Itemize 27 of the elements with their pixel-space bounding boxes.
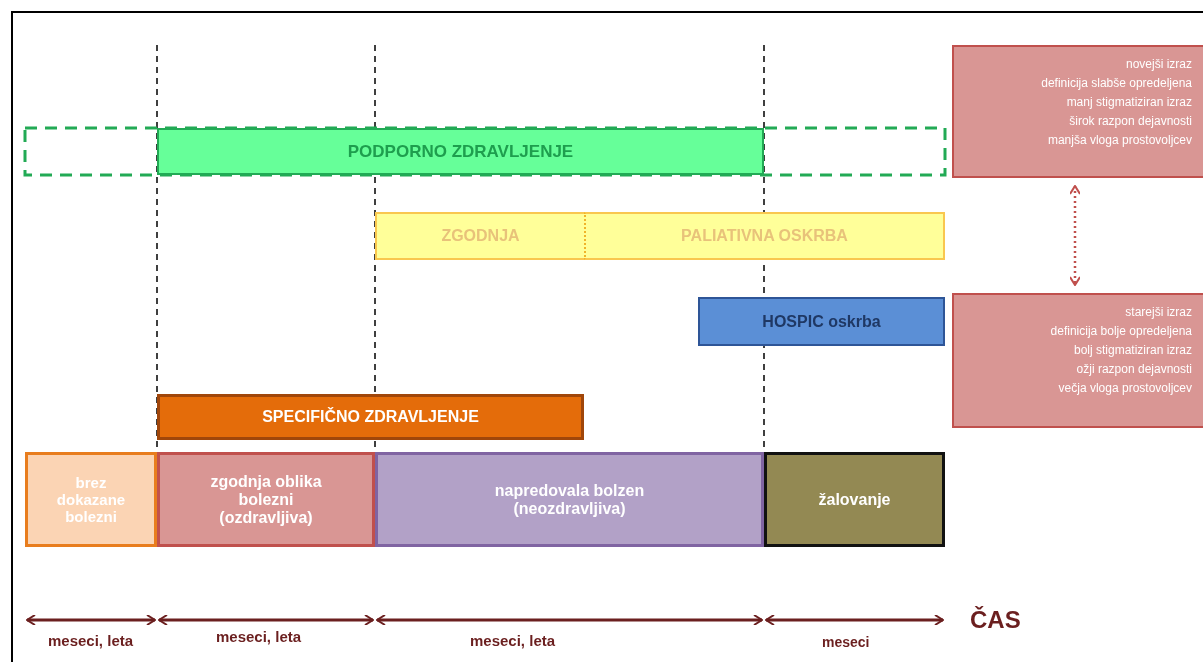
axis-label: ČAS bbox=[970, 606, 1021, 634]
note-line: širok razpon dejavnosti bbox=[1069, 113, 1192, 130]
note-box bbox=[952, 45, 1203, 178]
note-line: definicija bolje opredeljena bbox=[1050, 323, 1192, 340]
note-box bbox=[952, 293, 1203, 428]
note-line: manj stigmatiziran izraz bbox=[1066, 94, 1192, 111]
note-line: starejši izraz bbox=[1125, 304, 1192, 321]
care-bar: PALIATIVNA OSKRBA bbox=[584, 212, 945, 260]
time-label: meseci, leta bbox=[48, 632, 134, 649]
note-line: večja vloga prostovoljcev bbox=[1058, 380, 1192, 397]
time-label: meseci, leta bbox=[470, 632, 556, 649]
time-label: meseci bbox=[822, 634, 870, 650]
note-line: definicija slabše opredeljena bbox=[1041, 75, 1192, 92]
note-line: bolj stigmatiziran izraz bbox=[1073, 342, 1192, 359]
care-bar: SPECIFIČNO ZDRAVLJENJE bbox=[157, 394, 584, 440]
phase-box: zgodnja oblika bolezni (ozdravljiva) bbox=[157, 452, 375, 547]
phase-box: napredovala bolzen (neozdravljiva) bbox=[375, 452, 764, 547]
note-line: novejši izraz bbox=[1125, 56, 1192, 73]
care-bar: HOSPIC oskrba bbox=[698, 297, 945, 346]
note-line: ožji razpon dejavnosti bbox=[1076, 361, 1192, 378]
phase-box: brez dokazane bolezni bbox=[25, 452, 157, 547]
care-bar: PODPORNO ZDRAVLJENJE bbox=[157, 128, 764, 175]
double-arrow bbox=[1069, 185, 1081, 286]
phase-box: žalovanje bbox=[764, 452, 945, 547]
time-label: meseci, leta bbox=[216, 628, 302, 645]
care-bar: ZGODNJA bbox=[375, 212, 584, 260]
note-line: manjša vloga prostovoljcev bbox=[1047, 132, 1192, 149]
